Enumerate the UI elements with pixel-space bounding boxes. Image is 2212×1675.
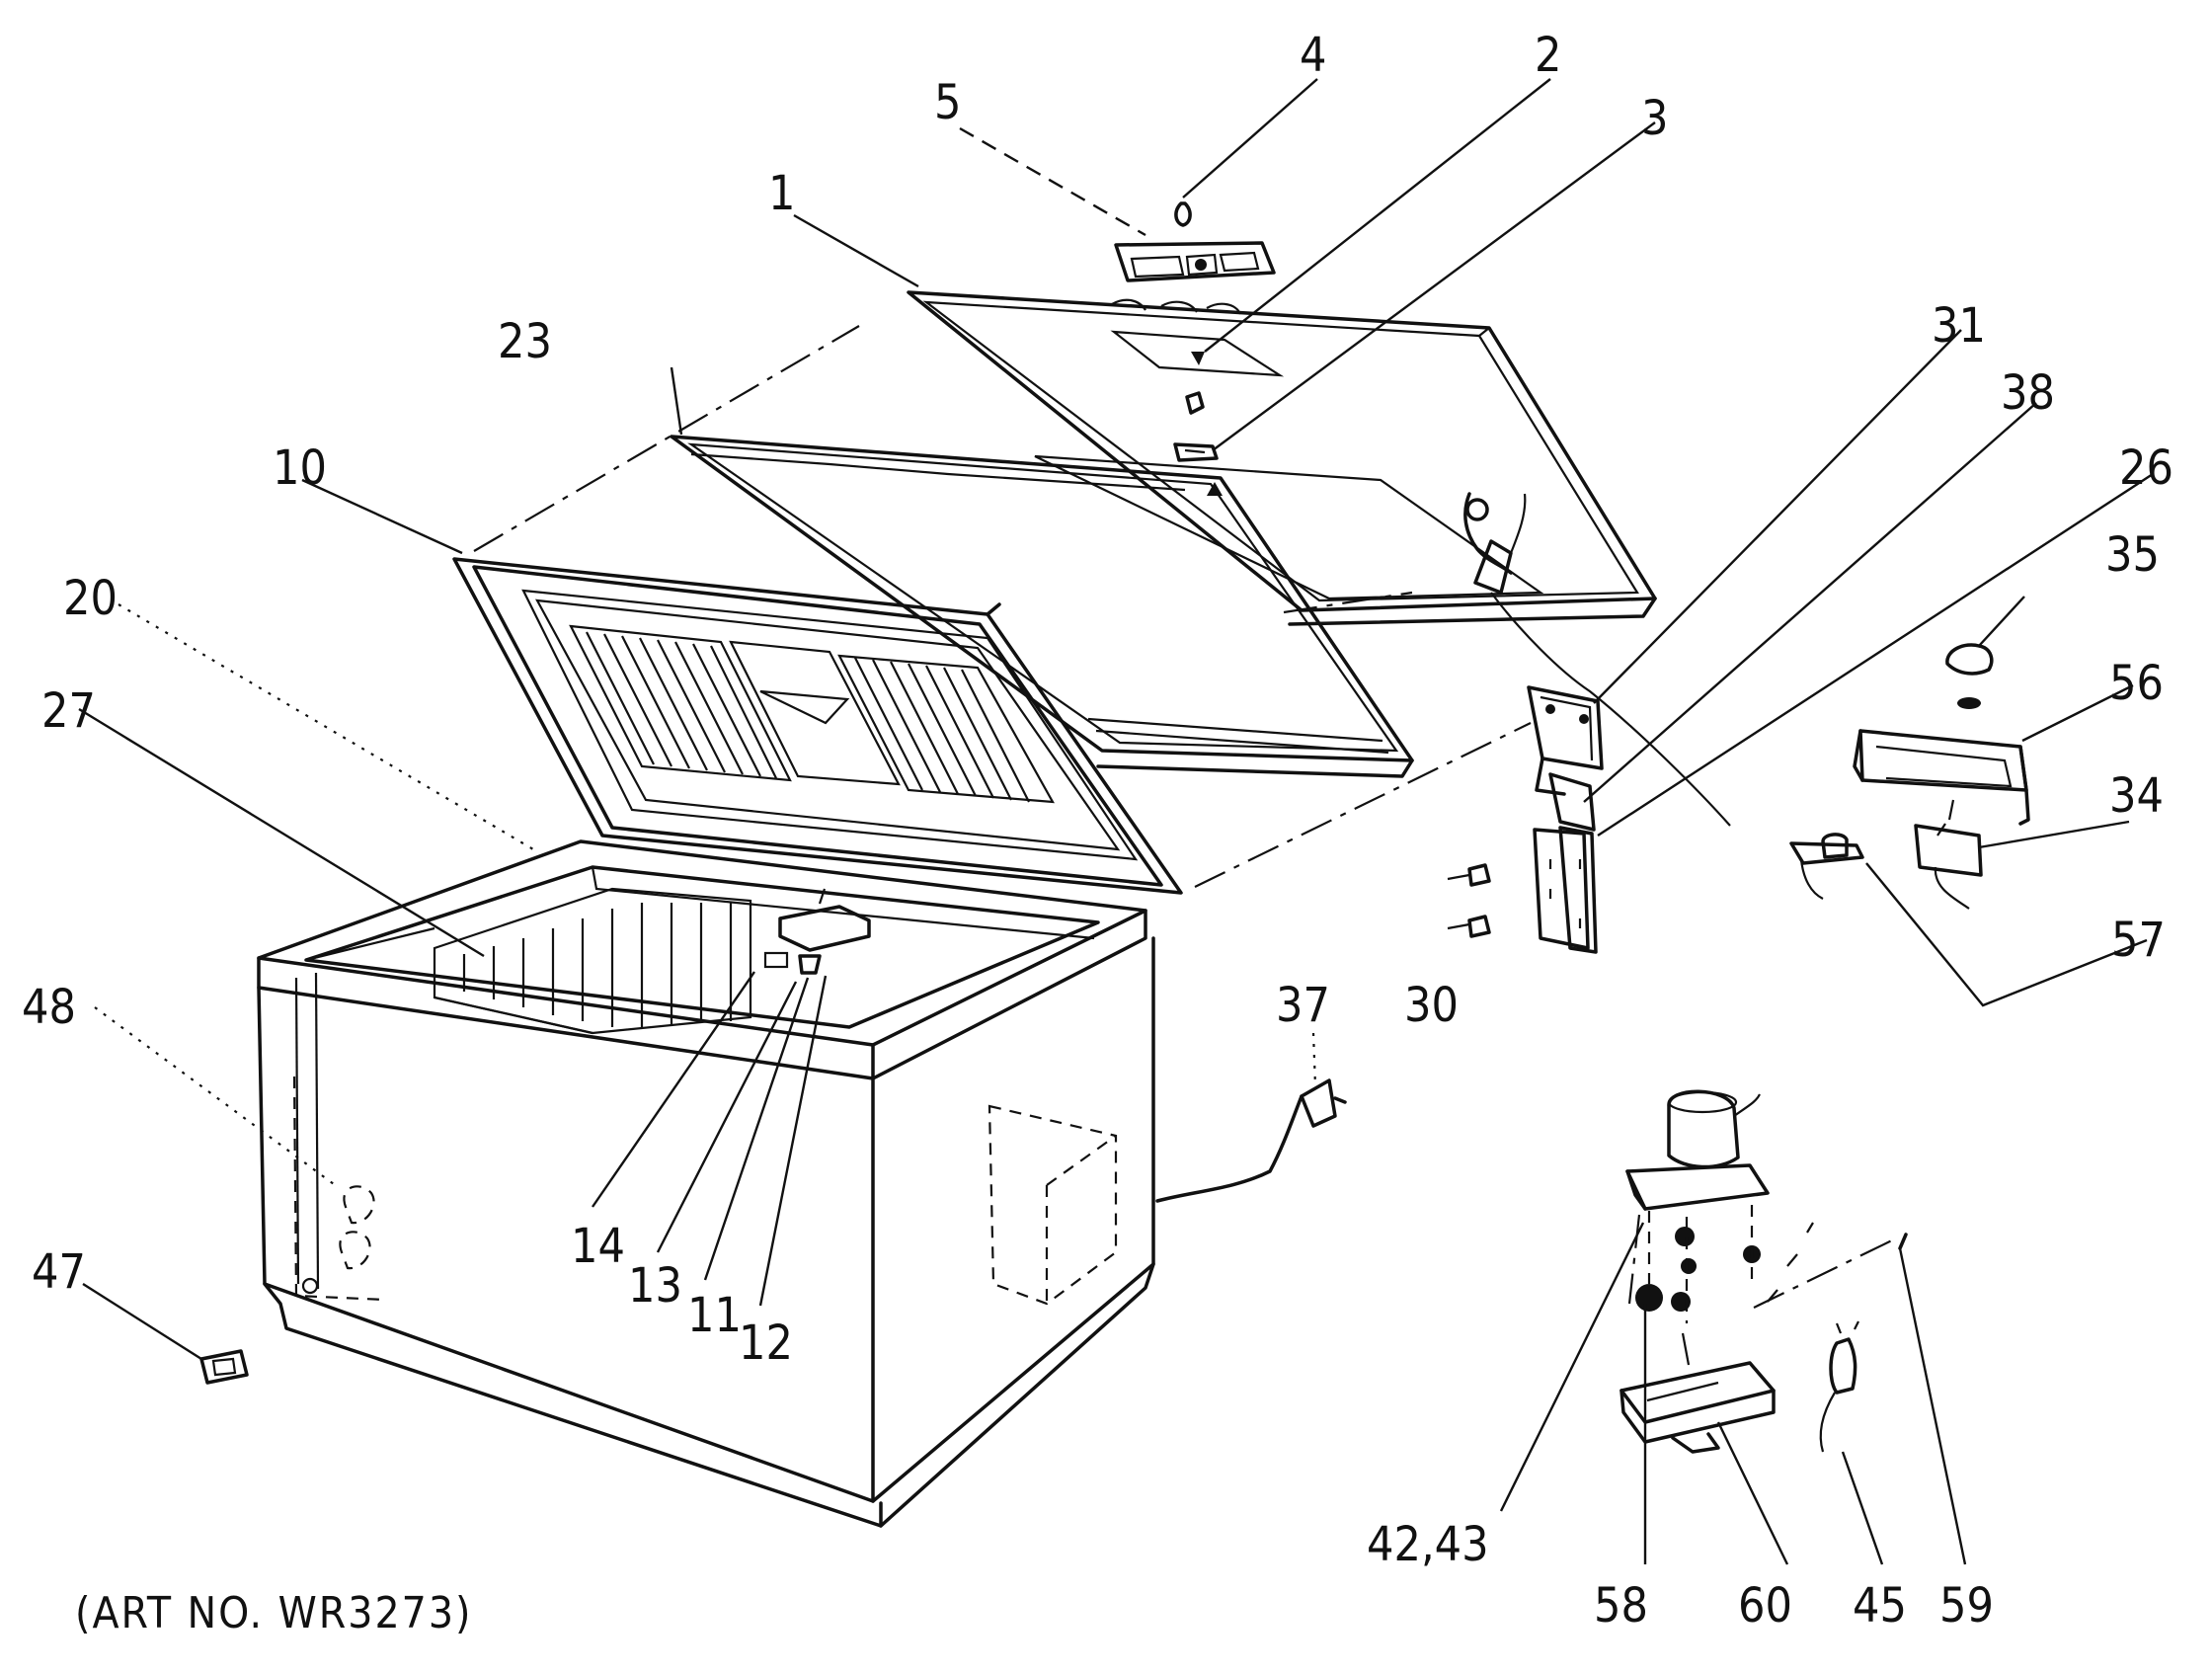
thermostat-group <box>1789 643 2030 910</box>
callout-12: 12 <box>739 1316 793 1371</box>
callout-42-43: 42,43 <box>1367 1517 1489 1572</box>
callout-31: 27 <box>41 683 96 739</box>
callout-5: 5 <box>934 75 961 130</box>
callout-57: 57 <box>2111 913 2166 968</box>
callout-60: 60 <box>1738 1578 1792 1634</box>
callout-13: 14 <box>571 1219 625 1274</box>
callout-48: 48 <box>22 980 76 1035</box>
callout-2: 2 <box>1535 28 1561 83</box>
callout-45: 45 <box>1853 1578 1907 1634</box>
hinge-assembly <box>1447 685 1604 954</box>
callout-37: 37 <box>1276 978 1330 1033</box>
lid-outer-frame <box>907 290 1731 827</box>
callout-27: 31 <box>1932 298 1986 354</box>
callout-20: 20 <box>63 571 118 626</box>
callout-56: 56 <box>2109 656 2164 711</box>
control-block <box>763 888 871 975</box>
centerlines <box>473 325 1897 1309</box>
callout-58: 58 <box>1594 1578 1648 1634</box>
callout-11: 11 <box>687 1288 742 1343</box>
callout-10: 10 <box>273 440 327 496</box>
lid-liner <box>670 435 1414 778</box>
basket <box>433 887 752 1035</box>
callout-35: 35 <box>2105 527 2160 583</box>
callout-14: 13 <box>628 1258 682 1314</box>
callout-labels: 4 2 5 3 1 31 23 38 26 10 35 20 56 27 34 … <box>22 28 2173 1638</box>
callout-59: 59 <box>1939 1578 1994 1634</box>
callout-23: 23 <box>498 314 552 369</box>
callout-3: 3 <box>1641 91 1668 146</box>
callout-26: 26 <box>2119 440 2173 496</box>
callout-34: 34 <box>2109 768 2164 824</box>
compressor-group <box>1620 1089 1908 1454</box>
callout-30: 30 <box>1404 978 1459 1033</box>
callout-47: 47 <box>32 1244 86 1300</box>
lid-assembly <box>452 557 1183 895</box>
drain-parts <box>199 1349 249 1385</box>
callout-38: 38 <box>2001 365 2055 421</box>
lid-grille-right <box>837 654 1055 804</box>
handle-parts <box>1114 201 1276 462</box>
art-number: (ART NO. WR3273) <box>75 1588 472 1638</box>
callout-4: 4 <box>1300 28 1326 83</box>
callout-1: 1 <box>768 166 795 221</box>
lid-grille-left <box>569 624 792 782</box>
freezer-cabinet <box>257 839 1347 1528</box>
leader-lines <box>78 78 2154 1565</box>
